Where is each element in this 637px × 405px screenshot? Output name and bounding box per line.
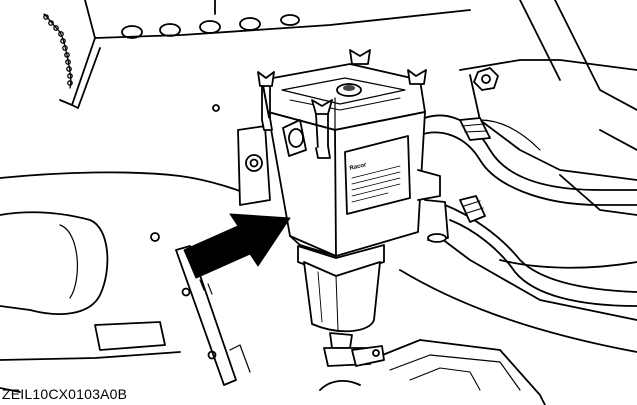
floor-plate — [319, 339, 546, 405]
chain-icon — [43, 13, 73, 89]
engine-side-panel — [0, 104, 263, 393]
hex-bolt-icon — [473, 67, 499, 91]
bracket-plate — [175, 245, 251, 386]
drain-valve-icon — [323, 332, 385, 367]
wing-nut-icon — [257, 49, 427, 159]
hose-icon — [419, 114, 637, 307]
label-brand: Racor — [349, 162, 368, 172]
hood-panel — [59, 0, 471, 109]
right-frame — [399, 0, 637, 353]
arrow-icon — [183, 213, 291, 279]
fuel-filter-icon: Racor — [237, 63, 449, 367]
figure-id-label: ZEIL10CX0103A0B — [2, 386, 128, 402]
